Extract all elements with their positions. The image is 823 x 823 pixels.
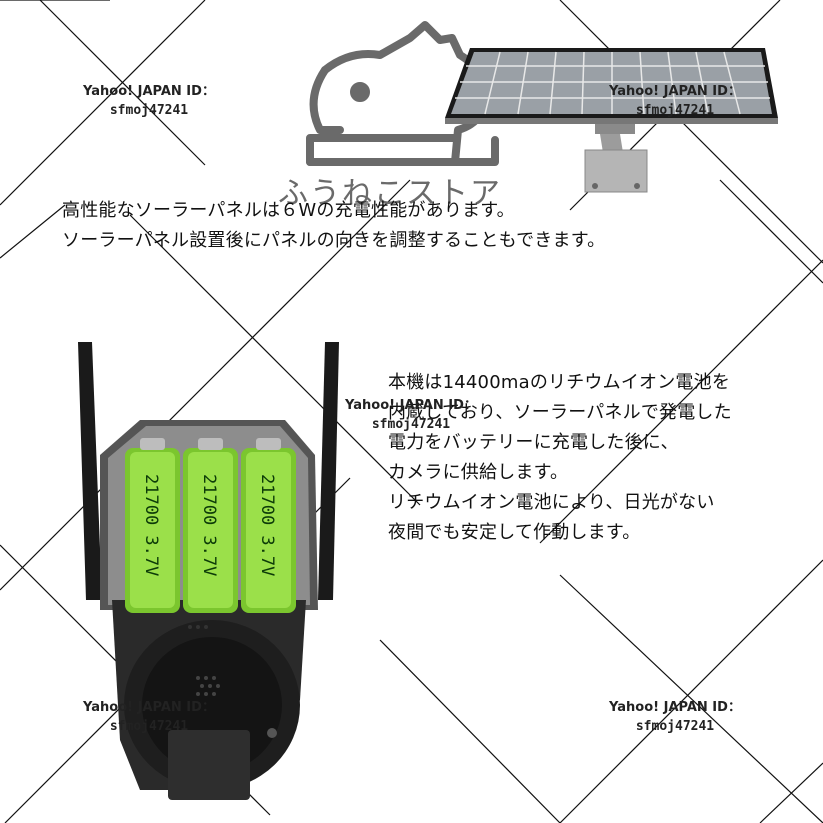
battery-line-5: リチウムイオン電池により、日光がない <box>388 492 715 513</box>
battery-line-2: 内蔵しており、ソーラーパネルで発電した <box>388 402 732 423</box>
watermark-bottom-left: Yahoo! JAPAN ID：sfmoj47241 <box>83 700 215 734</box>
watermark-top-right: Yahoo! JAPAN ID：sfmoj47241 <box>609 84 741 118</box>
battery-2-label: 21700 3.7V <box>199 474 219 576</box>
battery-line-3: 電力をバッテリーに充電した後に、 <box>388 432 679 453</box>
watermark-center: Yahoo! JAPAN ID：sfmoj47241 <box>345 398 477 432</box>
watermark-top-left: Yahoo! JAPAN ID：sfmoj47241 <box>83 84 215 118</box>
battery-line-4: カメラに供給します。 <box>388 462 569 483</box>
store-name: ふうねこストア <box>278 176 502 211</box>
battery-line-6: 夜間でも安定して作動します。 <box>388 522 641 543</box>
solar-line-1: 高性能なソーラーパネルは６Wの充電性能があります。 <box>62 200 515 221</box>
watermark-bottom-right: Yahoo! JAPAN ID：sfmoj47241 <box>609 700 741 734</box>
battery-3-label: 21700 3.7V <box>257 474 277 576</box>
battery-1-label: 21700 3.7V <box>141 474 161 576</box>
solar-line-2: ソーラーパネル設置後にパネルの向きを調整することもできます。 <box>62 230 606 251</box>
battery-line-1: 本機は14400maのリチウムイオン電池を <box>388 372 731 393</box>
